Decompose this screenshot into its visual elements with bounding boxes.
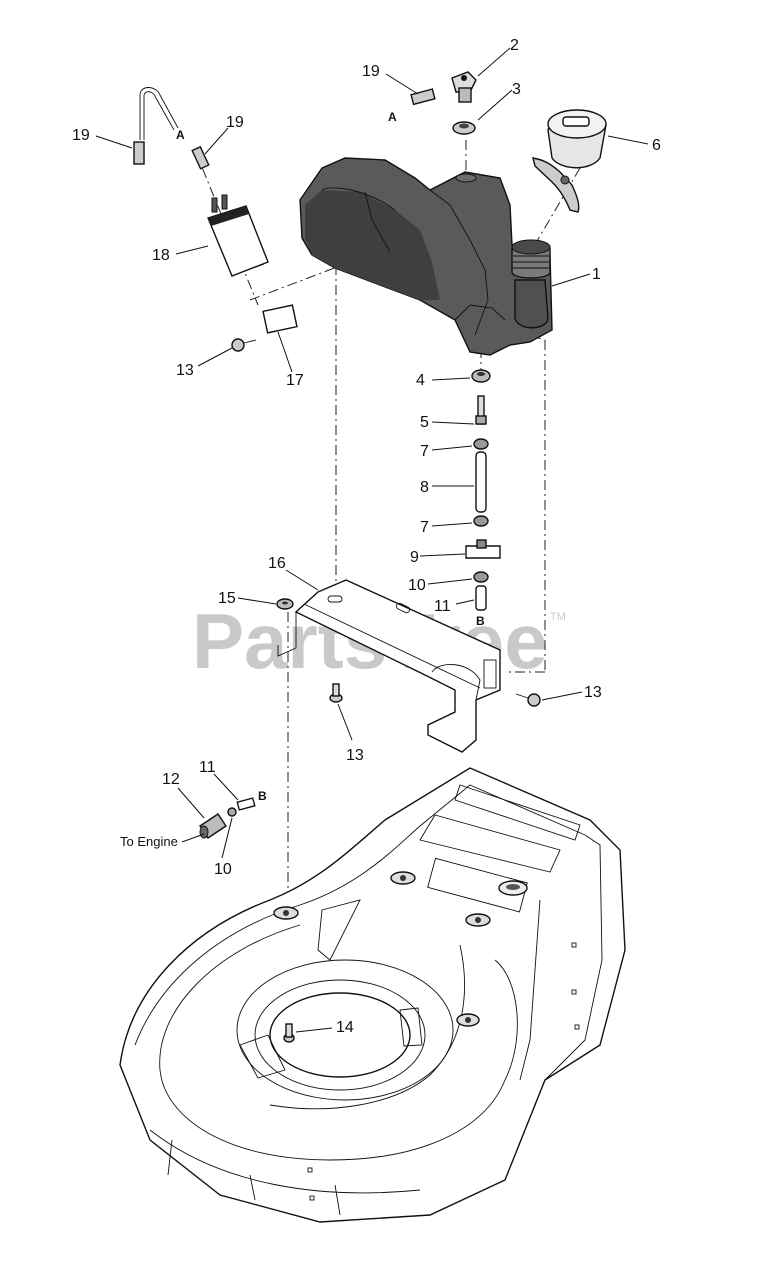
tank-bracket-16 bbox=[277, 579, 501, 753]
screw-13c bbox=[515, 693, 541, 707]
nut-15 bbox=[276, 598, 294, 610]
callout-15: 15 bbox=[218, 590, 236, 607]
callout-18: 18 bbox=[152, 247, 170, 264]
callout-labels: 19 19 19 2 3 6 1 18 13 17 4 5 7 8 7 9 10… bbox=[72, 37, 661, 1036]
callout-2: 2 bbox=[510, 37, 519, 54]
fuel-cap bbox=[532, 109, 607, 213]
callout-12: 12 bbox=[162, 771, 180, 788]
callout-13a: 13 bbox=[176, 362, 194, 379]
screw-13a bbox=[231, 338, 257, 352]
callout-6: 6 bbox=[652, 137, 661, 154]
callout-10b: 10 bbox=[214, 861, 232, 878]
watermark-trademark: TM bbox=[550, 611, 566, 623]
callout-13c: 13 bbox=[584, 684, 602, 701]
filter-bracket-17 bbox=[262, 304, 298, 334]
to-engine-note: To Engine bbox=[120, 834, 178, 849]
leader-lines bbox=[95, 47, 649, 1033]
mower-deck bbox=[119, 767, 626, 1223]
callout-5: 5 bbox=[420, 414, 429, 431]
screw-14 bbox=[283, 1023, 295, 1043]
grommet-3 bbox=[452, 121, 476, 135]
callout-8: 8 bbox=[420, 479, 429, 496]
callout-11b: 11 bbox=[199, 759, 216, 776]
clamp-19c bbox=[410, 88, 436, 106]
mark-b-upper: B bbox=[476, 614, 485, 628]
callout-4: 4 bbox=[416, 372, 425, 389]
fuel-line-stack bbox=[465, 369, 501, 611]
mark-b-lower: B bbox=[258, 789, 267, 803]
callout-3: 3 bbox=[512, 81, 521, 98]
callout-19a: 19 bbox=[72, 127, 90, 144]
callout-1: 1 bbox=[592, 266, 601, 283]
fuel-tank bbox=[299, 157, 553, 356]
callout-11a: 11 bbox=[434, 598, 451, 615]
connection-marks: A A B B bbox=[176, 110, 485, 803]
clamp-19b bbox=[191, 145, 210, 170]
clamp-19a bbox=[133, 141, 145, 165]
callout-14: 14 bbox=[336, 1019, 354, 1036]
hose-loop bbox=[139, 87, 179, 140]
callout-13b: 13 bbox=[346, 747, 364, 764]
fuel-filter-18 bbox=[207, 194, 269, 277]
callout-9: 9 bbox=[410, 549, 419, 566]
callout-7a: 7 bbox=[420, 443, 429, 460]
callout-7b: 7 bbox=[420, 519, 429, 536]
callout-19c: 19 bbox=[362, 63, 380, 80]
callout-17: 17 bbox=[286, 372, 304, 389]
vent-fitting bbox=[451, 71, 477, 103]
clamp-10 bbox=[227, 807, 237, 817]
screw-13b bbox=[329, 683, 343, 703]
callout-19b: 19 bbox=[226, 114, 244, 131]
hose-11 bbox=[236, 797, 256, 811]
fuel-shutoff-12 bbox=[199, 813, 227, 839]
callout-16: 16 bbox=[268, 555, 286, 572]
callout-10a: 10 bbox=[408, 577, 426, 594]
mark-a-right: A bbox=[388, 110, 397, 124]
mark-a-upper: A bbox=[176, 128, 185, 142]
